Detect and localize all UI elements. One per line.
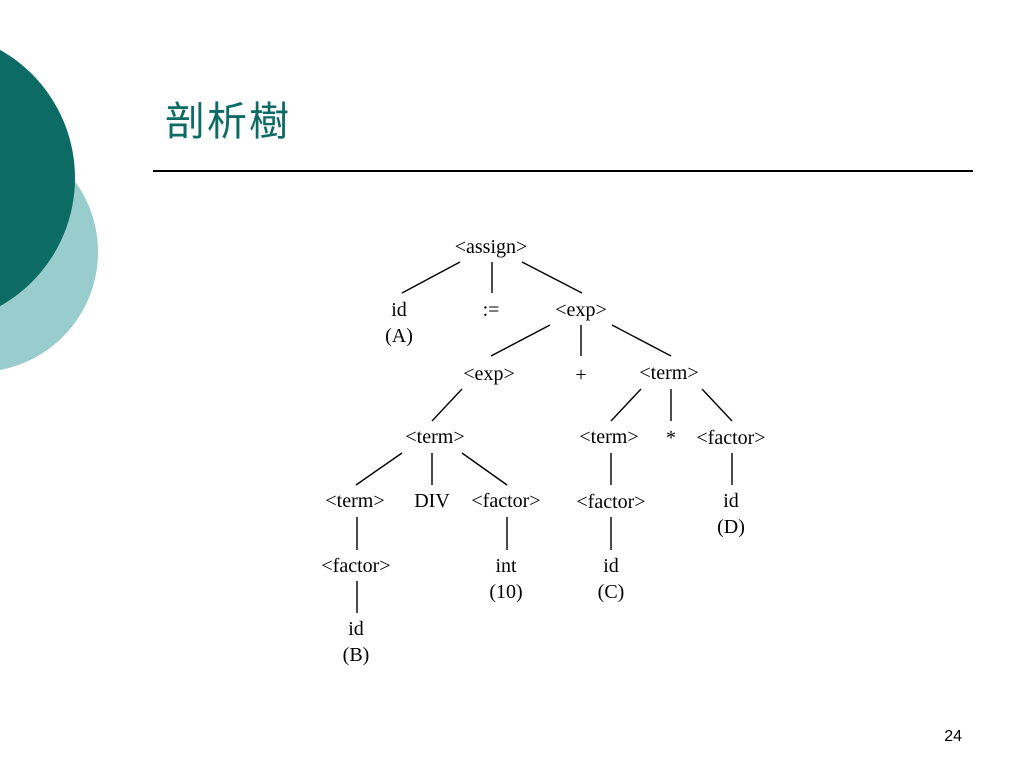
tree-node-term-c: <term> <box>579 426 638 448</box>
tree-node-id-a: id <box>391 299 407 321</box>
tree-node-id-c: id <box>603 555 619 577</box>
tree-node-plus: + <box>575 364 586 386</box>
tree-node-id-a-annotation: (A) <box>385 325 413 347</box>
tree-node-id-c-annotation: (C) <box>598 581 625 603</box>
tree-node-factor-int: <factor> <box>471 490 540 512</box>
tree-node-assign: <assign> <box>455 236 528 258</box>
tree-edge-exp-top-to-exp-left <box>490 324 551 357</box>
tree-edge-assign-to-id-a <box>401 261 461 294</box>
tree-edge-term-mid-to-term-b <box>355 452 403 486</box>
tree-node-factor-d: <factor> <box>696 427 765 449</box>
tree-node-exp-left: <exp> <box>463 363 514 385</box>
tree-node-times: * <box>666 427 676 449</box>
tree-node-term-b: <term> <box>325 490 384 512</box>
tree-edge-term-right-to-factor-d <box>701 388 733 422</box>
tree-node-id-b: id <box>348 618 364 640</box>
tree-edge-assign-to-exp-top <box>521 261 583 294</box>
tree-edge-exp-top-to-term-right <box>611 324 672 357</box>
slide-title: 剖析樹 <box>165 99 291 145</box>
tree-edge-term-mid-to-factor-int <box>461 452 508 486</box>
tree-node-assign-op: := <box>483 299 500 321</box>
page-number: 24 <box>944 728 962 745</box>
tree-node-int-10-annotation: (10) <box>489 581 522 603</box>
tree-node-div: DIV <box>414 490 450 512</box>
title-divider <box>153 170 973 172</box>
tree-node-id-d-annotation: (D) <box>717 516 745 538</box>
tree-edge-exp-left-to-term-mid <box>431 388 463 422</box>
tree-edge-term-right-to-term-c <box>610 388 642 422</box>
tree-node-id-d: id <box>723 490 739 512</box>
decor-circle-dark <box>0 49 75 307</box>
tree-node-term-mid: <term> <box>405 426 464 448</box>
slide-background-decoration <box>0 49 98 370</box>
tree-node-int-10: int <box>495 555 517 577</box>
tree-node-id-b-annotation: (B) <box>343 644 370 666</box>
tree-node-term-right: <term> <box>639 362 698 384</box>
tree-node-factor-b: <factor> <box>321 555 390 577</box>
tree-node-factor-c: <factor> <box>576 491 645 513</box>
tree-node-exp-top: <exp> <box>555 299 606 321</box>
